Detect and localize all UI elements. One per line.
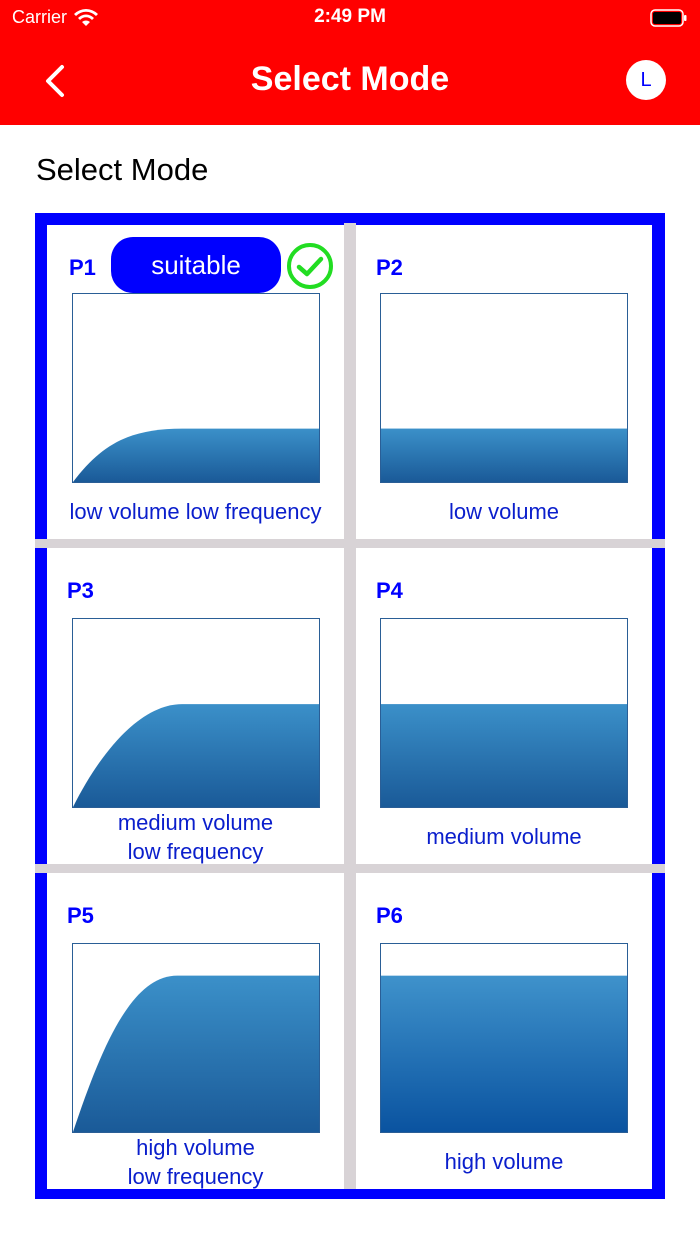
grid-divider-horizontal xyxy=(35,539,665,548)
grid-divider-horizontal xyxy=(35,864,665,873)
mode-card-p2[interactable]: P2 low volume xyxy=(356,225,652,539)
mode-label-line1: high volume xyxy=(136,1135,255,1160)
mode-graph xyxy=(380,943,628,1133)
carrier-label: Carrier xyxy=(12,7,68,27)
mode-label-line1: low volume low frequency xyxy=(69,499,322,524)
status-bar: Carrier 2:49 PM xyxy=(0,0,700,36)
mode-label: low volume low frequency xyxy=(47,497,344,526)
mode-graph xyxy=(72,618,320,808)
mode-graph xyxy=(380,618,628,808)
mode-label: medium volume low frequency xyxy=(47,808,344,866)
mode-card-p4[interactable]: P4 medium volume xyxy=(356,548,652,864)
wifi-icon xyxy=(74,8,99,26)
mode-graph xyxy=(380,293,628,483)
mode-id: P3 xyxy=(67,578,94,603)
mode-card-p5[interactable]: P5 high volume low frequency xyxy=(47,873,344,1189)
mode-card-p6[interactable]: P6 high volume xyxy=(356,873,652,1189)
mode-id: P2 xyxy=(376,255,403,280)
mode-id: P6 xyxy=(376,903,403,928)
check-circle-icon xyxy=(287,243,333,289)
mode-label-line1: low volume xyxy=(448,499,560,524)
mode-id: P1 xyxy=(69,255,96,280)
mode-label-line1: medium volume xyxy=(117,810,274,835)
navigation-bar: Select Mode L xyxy=(0,36,700,125)
mode-label-line1: high volume xyxy=(444,1149,564,1174)
chevron-left-icon xyxy=(46,65,64,97)
suitable-badge: suitable xyxy=(111,237,281,293)
mode-label-line1: medium volume xyxy=(426,824,582,849)
mode-card-p1[interactable]: P1 low volume low frequency xyxy=(47,225,344,539)
mode-graph xyxy=(72,943,320,1133)
mode-card-p3[interactable]: P3 medium volume low frequency xyxy=(47,548,344,864)
status-time: 2:49 PM xyxy=(314,6,386,27)
mode-graph xyxy=(72,293,320,483)
mode-label: medium volume xyxy=(356,822,652,851)
mode-label: high volume xyxy=(356,1147,652,1176)
carrier-indicator: Carrier xyxy=(12,7,99,28)
back-button[interactable] xyxy=(30,56,80,106)
mode-label-line2: low frequency xyxy=(127,839,264,864)
mode-id: P5 xyxy=(67,903,94,928)
section-title: Select Mode xyxy=(36,152,209,187)
avatar[interactable]: L xyxy=(626,60,666,100)
battery-icon xyxy=(650,9,687,27)
app-header: Carrier 2:49 PM Select Mode L xyxy=(0,0,700,125)
grid-divider-vertical xyxy=(344,223,356,1189)
mode-label-line2: low frequency xyxy=(127,1164,264,1189)
mode-id: P4 xyxy=(376,578,403,603)
mode-label: low volume xyxy=(356,497,652,526)
page-title: Select Mode xyxy=(250,60,450,98)
mode-label: high volume low frequency xyxy=(47,1133,344,1191)
